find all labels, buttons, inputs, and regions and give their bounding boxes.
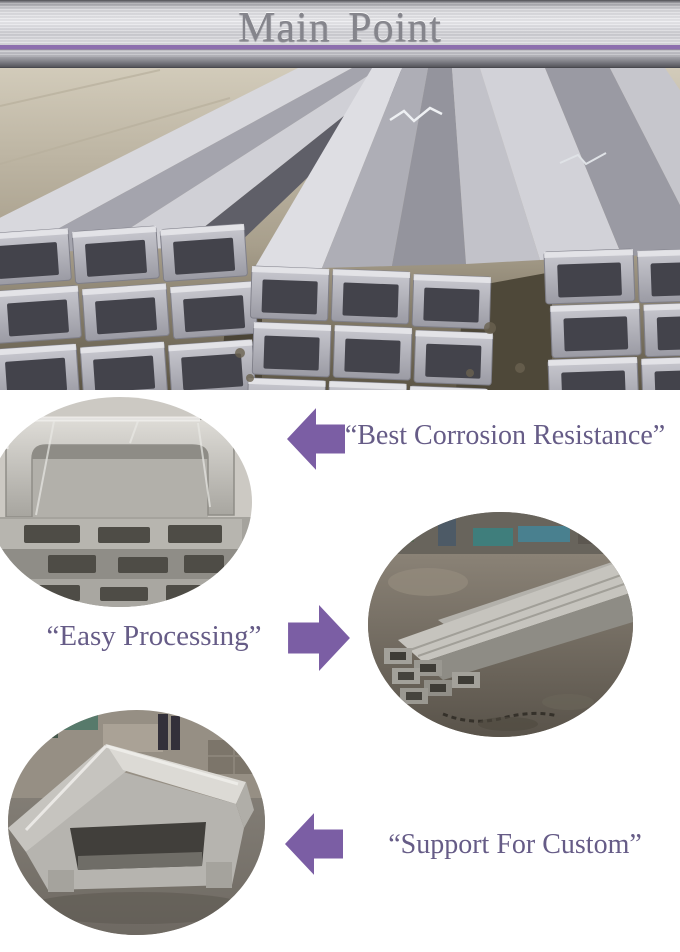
channel-stack-closeup-photo <box>0 397 252 607</box>
main-point-banner: Main Point <box>0 0 680 68</box>
yard-illustration <box>368 512 633 737</box>
channel-closeup-illustration <box>0 397 252 607</box>
large-channel-beam-photo <box>8 710 265 935</box>
large-channel-illustration <box>8 710 265 935</box>
steel-channel-stacks-illustration <box>0 68 680 390</box>
arrow-right-icon <box>288 605 350 671</box>
arrow-left-icon <box>287 408 345 470</box>
feature-label-custom: “Support For Custom” <box>388 829 642 860</box>
steel-channel-stacks-photo <box>0 68 680 390</box>
banner-bottom-strip <box>0 57 680 68</box>
arrow-left-icon <box>285 813 343 875</box>
feature-2 <box>288 605 350 671</box>
feature-label-processing: “Easy Processing” <box>46 620 262 652</box>
feature-label-corrosion: “Best Corrosion Resistance” <box>344 420 666 451</box>
feature-1 <box>287 407 345 471</box>
feature-3 <box>285 812 343 876</box>
banner-title: Main Point <box>238 5 442 51</box>
banner-accent-line <box>0 45 680 49</box>
channel-bundles-yard-photo <box>368 512 633 737</box>
